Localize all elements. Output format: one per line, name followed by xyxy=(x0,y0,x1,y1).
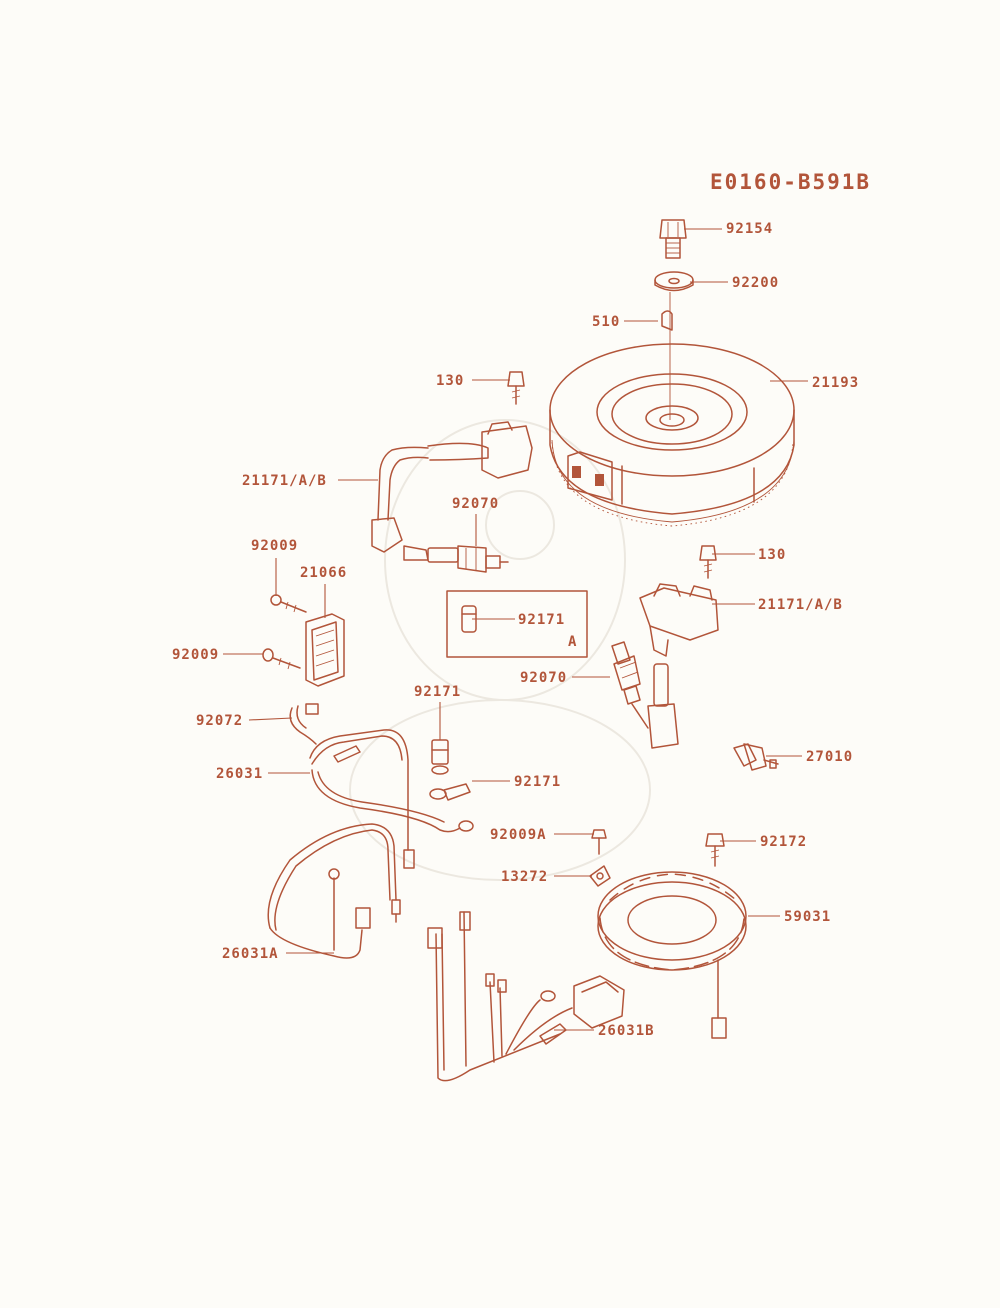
stator-59031 xyxy=(597,871,747,1039)
harness-26031A xyxy=(267,823,401,959)
callout-92070-top: 92070 xyxy=(452,496,500,512)
screw-92009A xyxy=(591,829,607,855)
oil-sensor-27010 xyxy=(733,743,779,771)
callout-92072: 92072 xyxy=(196,713,244,729)
reference-code: E0160-B591B xyxy=(710,170,872,194)
bracket-13272 xyxy=(589,865,611,887)
callout-130-top: 130 xyxy=(436,373,465,389)
ignition-coil-21171-left xyxy=(371,421,533,553)
callout-21066: 21066 xyxy=(300,565,348,581)
callout-130-right: 130 xyxy=(758,547,787,563)
bolt-92154 xyxy=(659,219,687,259)
callout-510: 510 xyxy=(592,314,621,330)
ignition-coil-21171-right xyxy=(639,583,719,749)
detail-box-a xyxy=(446,590,588,658)
screw-92009-top xyxy=(270,594,307,613)
spark-plug-92070-right xyxy=(611,641,649,729)
callout-92009-left: 92009 xyxy=(172,647,220,663)
callout-27010: 27010 xyxy=(806,749,854,765)
callout-92171-low: 92171 xyxy=(514,774,562,790)
callout-21171-right: 21171/A/B xyxy=(758,597,843,613)
callout-26031B: 26031B xyxy=(598,1023,655,1039)
leader-lines xyxy=(223,228,808,1031)
screw-92009-left xyxy=(262,648,301,670)
terminal-92171-low xyxy=(429,783,471,801)
callout-21171-left: 21171/A/B xyxy=(242,473,327,489)
callout-92171-box: 92171 xyxy=(518,612,566,628)
callout-92154: 92154 xyxy=(726,221,774,237)
callout-92009-top: 92009 xyxy=(251,538,299,554)
terminal-92171-mid xyxy=(431,739,449,775)
callout-21193: 21193 xyxy=(812,375,860,391)
callout-92200: 92200 xyxy=(732,275,780,291)
callout-13272: 13272 xyxy=(501,869,549,885)
callout-26031: 26031 xyxy=(216,766,264,782)
key-510 xyxy=(661,310,673,331)
spark-plug-92070-top xyxy=(403,545,509,573)
clip-92072 xyxy=(289,703,319,745)
callout-92009A: 92009A xyxy=(490,827,547,843)
screw-130-top xyxy=(507,371,525,405)
callout-92070-right: 92070 xyxy=(520,670,568,686)
screw-92172 xyxy=(705,833,725,867)
watermark xyxy=(349,419,651,881)
washer-92200 xyxy=(654,271,694,292)
callout-box-letter: A xyxy=(568,634,578,650)
callout-26031A: 26031A xyxy=(222,946,279,962)
screw-130-right xyxy=(699,545,717,579)
callout-92171-mid: 92171 xyxy=(414,684,462,700)
harness-26031B xyxy=(427,911,625,1082)
harness-26031 xyxy=(309,729,474,869)
regulator-21066 xyxy=(305,613,345,687)
terminal-cap-detail xyxy=(461,605,477,633)
callout-92172: 92172 xyxy=(760,834,808,850)
flywheel-21193 xyxy=(549,343,795,527)
callout-59031: 59031 xyxy=(784,909,832,925)
